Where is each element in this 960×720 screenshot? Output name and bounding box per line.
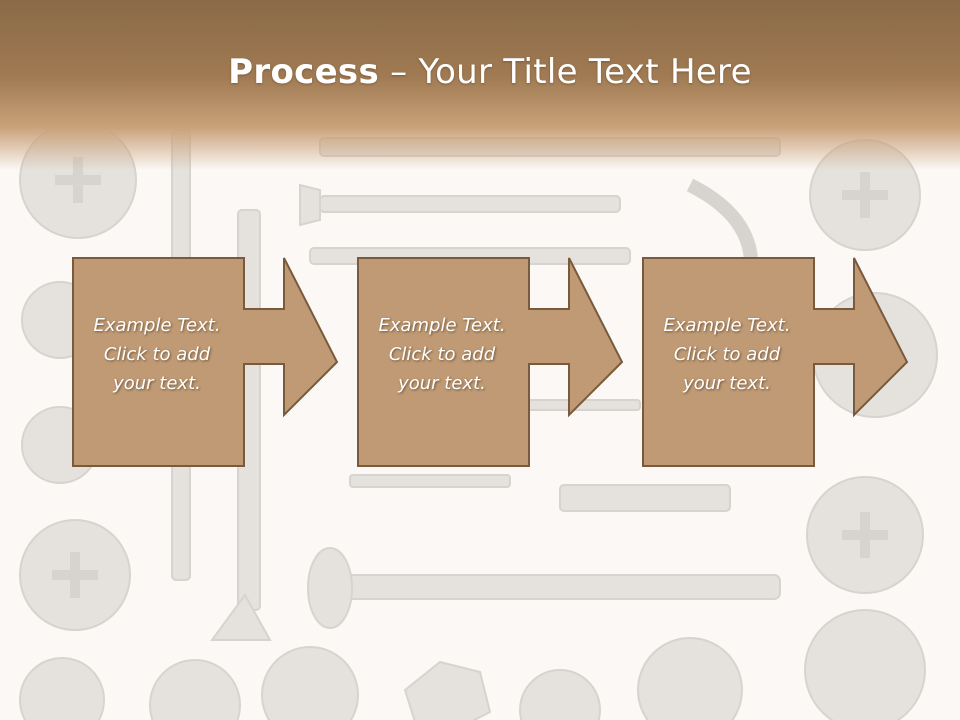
step-text[interactable]: Example Text. Click to add your text. bbox=[93, 315, 221, 394]
title-bold-part: Process bbox=[228, 52, 380, 92]
process-step-1[interactable]: Example Text. Click to add your text. bbox=[72, 257, 362, 469]
title-separator: – bbox=[379, 52, 419, 92]
title-banner bbox=[0, 0, 960, 170]
step-text[interactable]: Example Text. Click to add your text. bbox=[378, 315, 506, 394]
arrow-shape bbox=[72, 257, 339, 467]
arrow-shape bbox=[357, 257, 624, 467]
slide-title[interactable]: Process – Your Title Text Here bbox=[0, 52, 960, 92]
process-step-2[interactable]: Example Text. Click to add your text. bbox=[357, 257, 647, 469]
arrow-shape bbox=[642, 257, 909, 467]
step-text[interactable]: Example Text. Click to add your text. bbox=[663, 315, 791, 394]
process-step-3[interactable]: Example Text. Click to add your text. bbox=[642, 257, 932, 469]
title-rest-part: Your Title Text Here bbox=[418, 52, 752, 92]
